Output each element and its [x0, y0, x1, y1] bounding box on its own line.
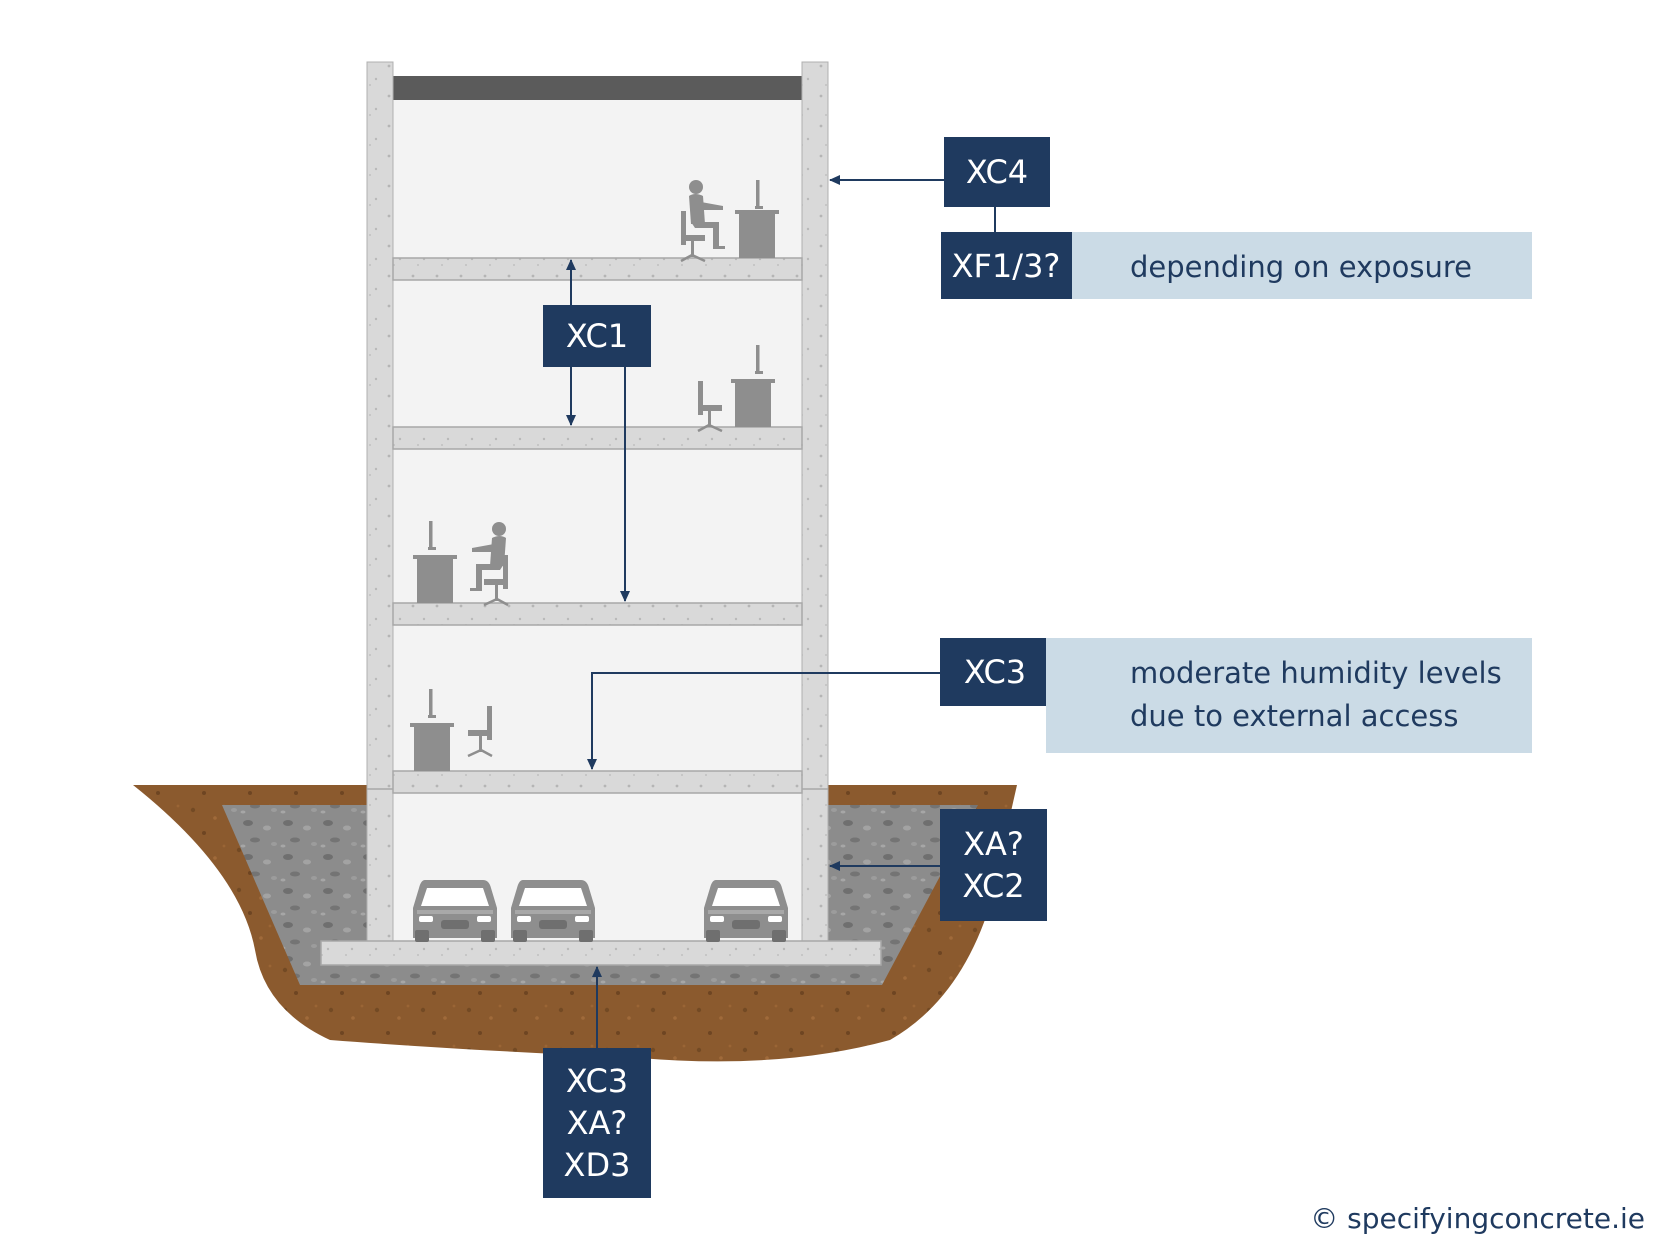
xf-label-shape [941, 232, 1108, 299]
left-wall [366, 61, 394, 949]
office-desk-icon [413, 555, 457, 603]
building-interior [391, 100, 802, 948]
office-desk-icon [735, 210, 779, 258]
basement-wall-label: XA? XC2 [940, 809, 1047, 921]
floor-slab-1 [392, 770, 803, 794]
foundation-line-1: XC3 [565, 1062, 629, 1100]
xc3-note-line-1: moderate humidity levels [1130, 656, 1502, 690]
floor-slab-2 [392, 602, 803, 626]
floor-slab-3 [392, 426, 803, 450]
car-icon [511, 880, 595, 942]
xc1-text: XC1 [565, 317, 629, 355]
basement-wall-line-1: XA? [963, 825, 1024, 863]
xc3-ground-text: XC3 [963, 653, 1027, 691]
foundation-line-2: XA? [566, 1104, 628, 1142]
right-wall [801, 61, 829, 949]
office-desk-icon [410, 723, 454, 771]
xf-text: XF1/3? [951, 246, 1061, 285]
xc3-ground-pointer [587, 672, 940, 770]
xc4-text: XC4 [965, 153, 1029, 191]
car-icon [413, 880, 497, 942]
roof-slab [391, 76, 802, 100]
foundation-slab [320, 940, 882, 966]
floor-slab-4 [392, 257, 803, 281]
xc3-note-line-2: due to external access [1130, 699, 1459, 733]
car-icon [704, 880, 788, 942]
xf-label: XF1/3? [941, 232, 1071, 299]
basement-wall-line-2: XC2 [962, 867, 1025, 905]
copyright-notice: © specifyingconcrete.ie [1310, 1202, 1645, 1235]
xc4-label: XC4 [944, 137, 1050, 207]
xf-note-text: depending on exposure [1130, 250, 1472, 284]
xc3-ground-note: moderate humidity levels due to external… [1046, 638, 1532, 753]
xf-note: depending on exposure [1072, 232, 1532, 299]
xc1-label: XC1 [543, 305, 651, 367]
foundation-line-3: XD3 [563, 1146, 631, 1184]
foundation-label: XC3 XA? XD3 [543, 1048, 651, 1198]
xc3-ground-label: XC3 [940, 638, 1050, 706]
office-desk-icon [731, 379, 775, 427]
